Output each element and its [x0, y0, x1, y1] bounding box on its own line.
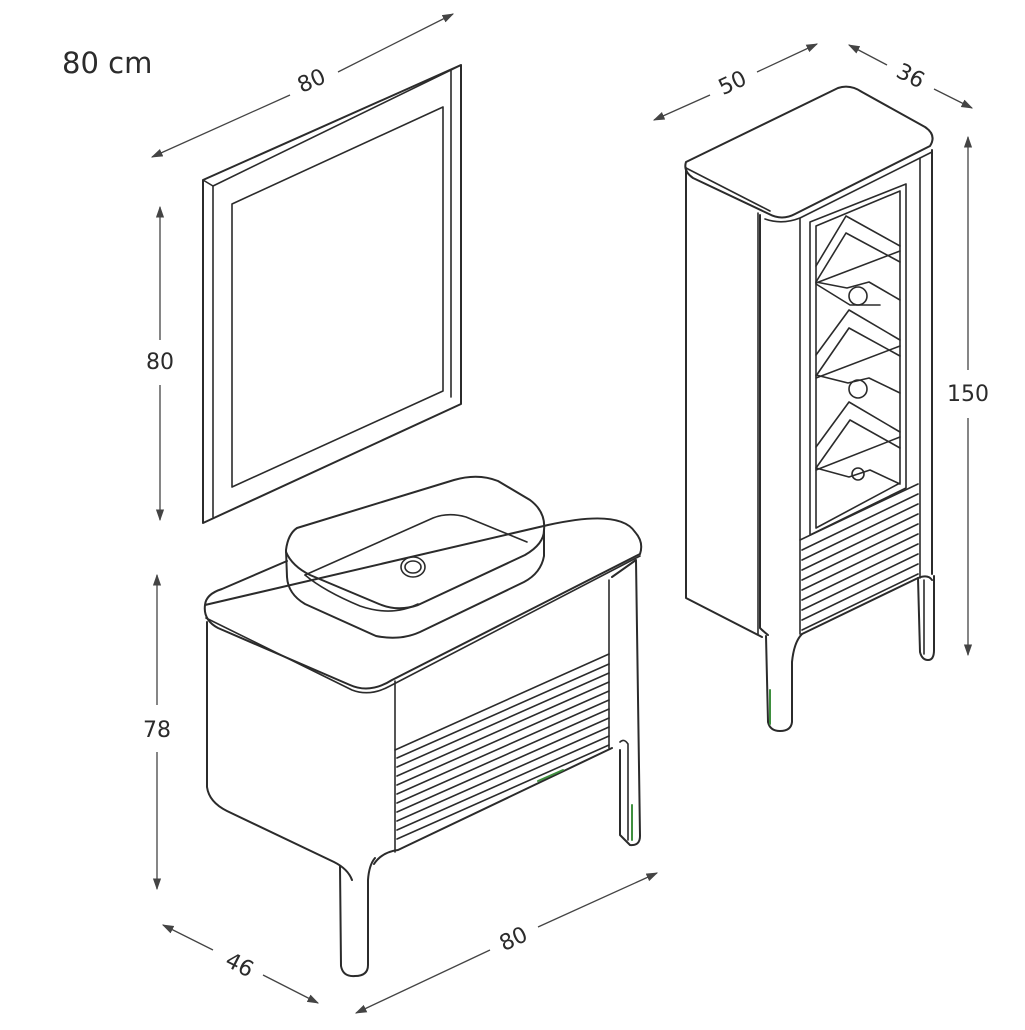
vanity-depth-dimension: 46 [161, 924, 320, 1004]
cabinet-depth-dimension: 36 [847, 44, 974, 109]
size-label: 80 cm [62, 46, 153, 80]
cabinet-depth-label: 36 [892, 59, 928, 94]
mirror-height-dimension: 80 [146, 205, 174, 522]
vanity-depth-label: 46 [221, 948, 257, 983]
vanity-cabinet [203, 517, 643, 978]
cabinet-height-label: 150 [947, 382, 989, 407]
tall-cabinet [684, 85, 935, 732]
mirror-width-label: 80 [294, 64, 330, 98]
cabinet-width-dimension: 50 [652, 43, 819, 121]
cabinet-width-label: 50 [715, 66, 751, 100]
door-lattice [815, 215, 901, 485]
vanity-width-dimension: 80 [354, 872, 659, 1014]
vanity-width-label: 80 [496, 922, 532, 956]
vanity-height-dimension: 78 [143, 573, 171, 891]
mirror [202, 64, 462, 524]
cabinet-height-dimension: 150 [947, 135, 989, 657]
cabinet-slats [801, 493, 919, 631]
vanity-height-label: 78 [143, 718, 171, 743]
accent-line [537, 769, 564, 782]
basin [285, 475, 546, 639]
drawer-slats [396, 663, 610, 840]
mirror-height-label: 80 [146, 350, 174, 375]
